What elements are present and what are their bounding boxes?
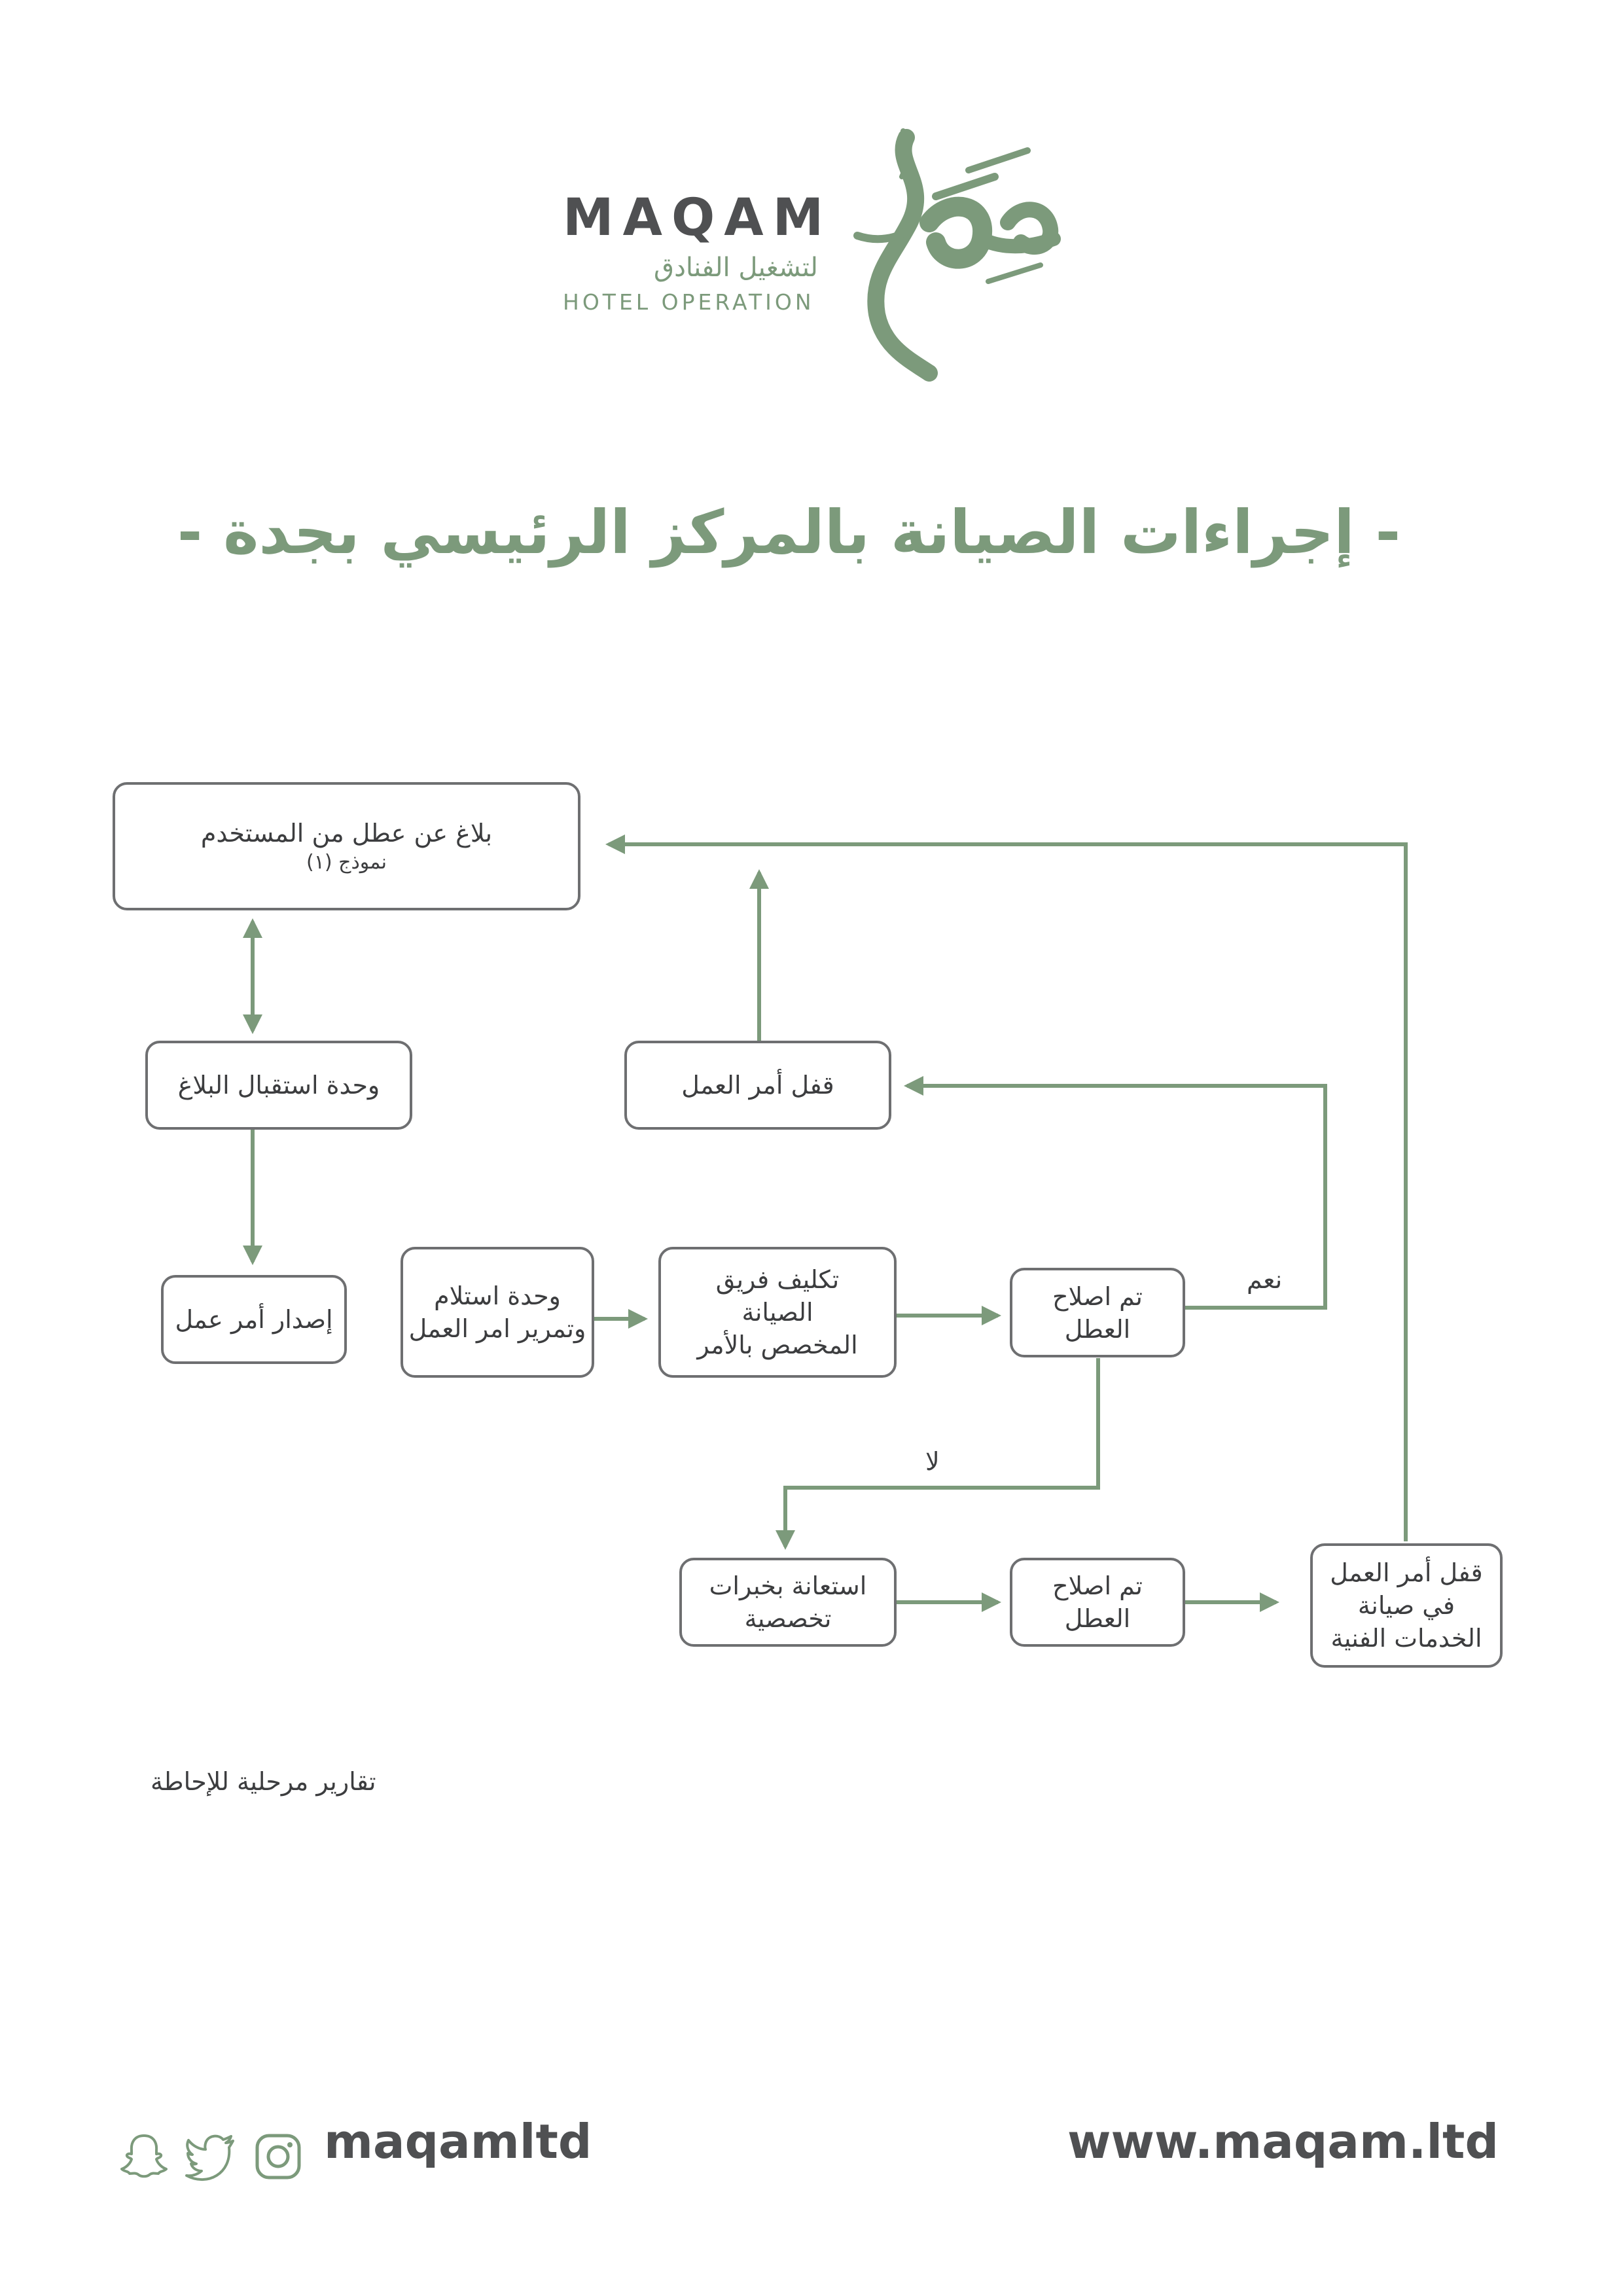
brand-subtitle: HOTEL OPERATION	[563, 289, 815, 315]
instagram-icon[interactable]	[252, 2130, 304, 2183]
node-fault-fixed-final: تم اصلاح العطل	[1010, 1558, 1185, 1647]
node-report-reception-unit: وحدة استقبال البلاغ	[145, 1041, 412, 1130]
edge-label-yes: نعم	[1247, 1265, 1283, 1294]
edge-technical-report	[605, 834, 1408, 1541]
node-receive-pass-order: وحدة استلام وتمرير امر العمل	[401, 1247, 594, 1378]
brand-arabic-tagline: لتشغيل الفنادق	[654, 253, 818, 283]
social-handle[interactable]: maqamltd	[324, 2114, 592, 2169]
edge-yes-close	[904, 1076, 1327, 1310]
node-assign-maintenance-team: تكليف فريق الصيانة المخصص بالأمر	[658, 1247, 897, 1378]
node-issue-work-order: إصدار أمر عمل	[161, 1275, 347, 1364]
interim-reports-note: تقارير مرحلية للإحاطة	[151, 1767, 376, 1796]
node-specialist-expertise: استعانة بخبرات تخصصية	[679, 1558, 897, 1647]
node-fault-fixed-decision: تم اصلاح العطل	[1010, 1268, 1185, 1357]
node-close-technical-services: قفل أمر العمل في صيانة الخدمات الفنية	[1310, 1543, 1503, 1668]
snapchat-icon[interactable]	[118, 2130, 170, 2183]
page-title: - إجراءات الصيانة بالمركز الرئيسي بجدة -	[177, 497, 1400, 567]
edge-label-no: لا	[925, 1447, 940, 1476]
brand-name: MAQAM	[563, 188, 833, 247]
maqam-calligraphy-logo-icon	[853, 128, 1061, 382]
node-close-work-order: قفل أمر العمل	[624, 1041, 891, 1130]
edge-no-specialists	[776, 1358, 1100, 1550]
website-link[interactable]: www.maqam.ltd	[1067, 2114, 1499, 2169]
twitter-icon[interactable]	[185, 2130, 237, 2183]
brand-logo-text: MAQAM لتشغيل الفنادق HOTEL OPERATION	[563, 187, 833, 319]
node-user-fault-report: بلاغ عن عطل من المستخدم نموذج (١)	[113, 782, 580, 910]
